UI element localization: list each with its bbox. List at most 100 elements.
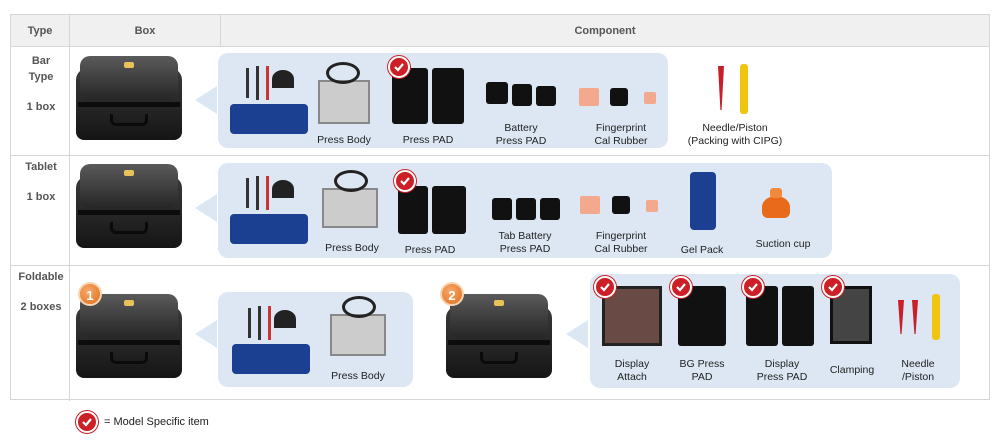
box-count: 2 boxes	[20, 301, 62, 313]
rubber-image	[644, 92, 656, 104]
arrow-icon	[195, 320, 217, 348]
item-label: Press Body	[331, 370, 385, 382]
check-icon	[670, 276, 692, 298]
item-label: Press Body	[325, 242, 379, 254]
box-count: 1 box	[26, 101, 56, 113]
table-header: Type Box Component	[11, 15, 989, 47]
item-label: Display Press PAD	[756, 358, 808, 383]
case-icon	[70, 292, 188, 384]
component-table: Type Box Component Bar Type 1 box Tablet…	[10, 14, 990, 401]
check-icon	[742, 276, 764, 298]
tool-kit-image	[230, 214, 308, 244]
box-number-badge: 2	[440, 282, 464, 306]
press-pad-image	[432, 68, 464, 124]
tool-image	[268, 306, 271, 340]
type-cell-tablet: Tablet 1 box	[11, 159, 71, 205]
rubber-image	[646, 200, 658, 212]
piston-image	[740, 64, 748, 114]
type-cell-bar: Bar Type 1 box	[11, 53, 71, 115]
item-label: Display Attach	[614, 358, 650, 383]
piston-image	[932, 294, 940, 340]
press-wheel-image	[334, 170, 368, 192]
item-label: Press PAD	[404, 244, 456, 256]
check-icon	[388, 56, 410, 78]
legend-text: = Model Specific item	[104, 416, 209, 428]
needle-image	[718, 66, 724, 110]
press-pad-image	[432, 186, 466, 234]
display-press-pad-image	[782, 286, 814, 346]
tool-image	[274, 310, 296, 328]
press-body-image	[318, 80, 370, 124]
arrow-icon	[195, 86, 217, 114]
tool-kit-image	[230, 104, 308, 134]
battery-pad-image	[516, 198, 536, 220]
check-icon	[822, 276, 844, 298]
gel-pack-image	[690, 172, 716, 230]
case-icon	[70, 162, 188, 254]
item-label: Needle /Piston	[901, 358, 935, 383]
tool-image	[256, 176, 259, 210]
check-icon	[394, 170, 416, 192]
press-wheel-image	[326, 62, 360, 84]
suction-cup-image	[770, 188, 782, 198]
rubber-image	[612, 196, 630, 214]
tool-image	[258, 306, 261, 340]
tool-image	[256, 66, 259, 100]
display-attach-image	[602, 286, 662, 346]
header-component: Component	[574, 25, 636, 37]
tool-image	[246, 68, 249, 98]
item-label: Tab Battery Press PAD	[498, 230, 552, 255]
press-wheel-image	[342, 296, 376, 318]
battery-pad-image	[492, 198, 512, 220]
type-label: Bar	[31, 55, 51, 67]
needle-image	[898, 300, 904, 334]
row-divider	[11, 265, 989, 266]
check-icon	[76, 411, 98, 433]
suction-cup-image	[762, 196, 790, 218]
divider	[220, 15, 221, 47]
header-box: Box	[134, 25, 156, 37]
tool-image	[266, 176, 269, 210]
item-label: Needle/Piston (Packing with CIPG)	[687, 122, 783, 147]
check-icon	[594, 276, 616, 298]
arrow-icon	[195, 194, 217, 222]
type-label: Foldable	[18, 271, 64, 283]
header-type: Type	[27, 25, 53, 37]
item-label: Suction cup	[755, 238, 811, 250]
row-divider	[11, 155, 989, 156]
item-label: BG Press PAD	[679, 358, 725, 383]
item-label: Fingerprint Cal Rubber	[594, 122, 648, 147]
battery-pad-image	[512, 84, 532, 106]
tool-image	[272, 180, 294, 198]
battery-pad-image	[486, 82, 508, 104]
divider	[69, 15, 70, 401]
press-body-image	[322, 188, 378, 228]
tool-image	[266, 66, 269, 100]
tool-image	[272, 70, 294, 88]
tool-image	[248, 308, 251, 338]
case-icon	[440, 292, 558, 384]
battery-pad-image	[540, 198, 560, 220]
press-pad-image	[398, 186, 428, 234]
arrow-icon	[566, 320, 588, 348]
rubber-image	[610, 88, 628, 106]
tool-kit-image	[232, 344, 310, 374]
type-cell-foldable: Foldable 2 boxes	[11, 269, 71, 315]
battery-pad-image	[536, 86, 556, 106]
rubber-image	[579, 88, 599, 106]
item-label: Battery Press PAD	[495, 122, 547, 147]
case-icon	[70, 54, 188, 146]
box-count: 1 box	[26, 191, 56, 203]
item-label: Press PAD	[402, 134, 454, 146]
item-label: Clamping	[829, 364, 875, 376]
needle-image	[912, 300, 918, 334]
rubber-image	[580, 196, 600, 214]
item-label: Press Body	[317, 134, 371, 146]
press-body-image	[330, 314, 386, 356]
item-label: Fingerprint Cal Rubber	[594, 230, 648, 255]
box-number-badge: 1	[78, 282, 102, 306]
type-label: Tablet	[25, 161, 57, 173]
tool-image	[246, 178, 249, 208]
item-label: Gel Pack	[680, 244, 724, 256]
type-label: Type	[28, 71, 54, 83]
